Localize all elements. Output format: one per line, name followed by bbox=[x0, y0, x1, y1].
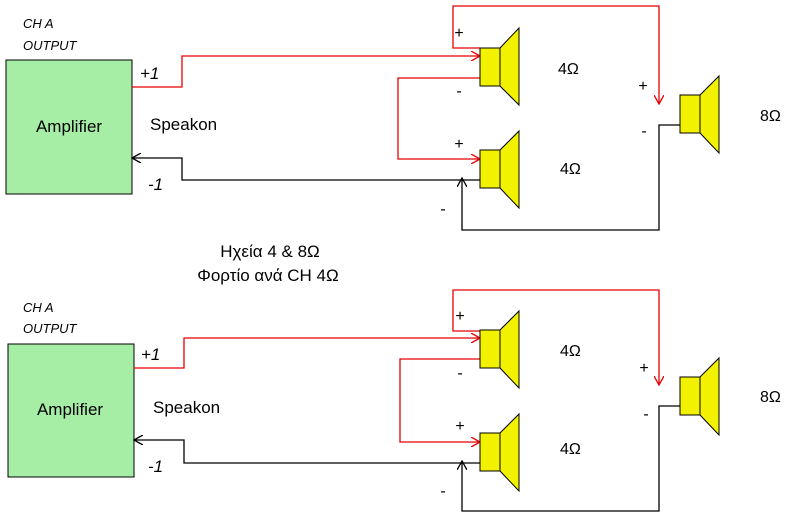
speaker-magnet bbox=[679, 94, 701, 134]
wire-positive-to-8ohm bbox=[452, 5, 659, 104]
wire-8ohm-to-speaker2 bbox=[462, 405, 680, 512]
speaker-minus-label: - bbox=[643, 406, 648, 423]
wire-negative-return bbox=[132, 158, 480, 181]
speaker-impedance-label: 8Ω bbox=[760, 108, 781, 125]
speaker-8ohm bbox=[679, 74, 720, 155]
speaker-impedance-label: 4Ω bbox=[560, 441, 581, 458]
channel-label-line1: CH A bbox=[23, 300, 54, 315]
speaker-plus-label: + bbox=[455, 418, 464, 435]
speaker-magnet bbox=[679, 376, 701, 416]
wire-speaker1-to-speaker2 bbox=[397, 77, 480, 159]
channel-label-line1: CH A bbox=[23, 16, 54, 31]
speaker-magnet bbox=[479, 47, 501, 87]
speaker-4ohm-b bbox=[479, 412, 520, 493]
amplifier-box bbox=[7, 343, 135, 478]
speaker-cone bbox=[499, 309, 520, 390]
speaker-plus-label: + bbox=[454, 136, 463, 153]
speaker-plus-label: + bbox=[639, 360, 648, 377]
speaker-impedance-label: 4Ω bbox=[558, 61, 579, 78]
speaker-magnet bbox=[479, 329, 501, 369]
amplifier-label: Amplifier bbox=[37, 400, 103, 419]
speaker-plus-label: + bbox=[454, 25, 463, 42]
plus-terminal-label: +1 bbox=[140, 64, 159, 83]
speaker-impedance-label: 4Ω bbox=[560, 161, 581, 178]
plus-terminal-label: +1 bbox=[141, 345, 160, 364]
channel-label-line2: OUTPUT bbox=[23, 321, 78, 336]
speaker-cone bbox=[499, 412, 520, 493]
wire-positive-main bbox=[132, 56, 480, 88]
minus-terminal-label: -1 bbox=[148, 457, 163, 476]
speaker-impedance-label: 8Ω bbox=[760, 389, 781, 406]
speaker-4ohm-a bbox=[479, 309, 520, 390]
minus-terminal-label: -1 bbox=[148, 175, 163, 194]
wire-speaker1-to-speaker2 bbox=[399, 358, 480, 442]
wire-8ohm-to-speaker2 bbox=[462, 124, 680, 231]
connector-label: Speakon bbox=[150, 115, 217, 134]
channel-label-line2: OUTPUT bbox=[23, 38, 78, 53]
circuit-bottom: CH A OUTPUT Amplifier +1 -1 Speakon + - … bbox=[7, 289, 781, 512]
caption-line1: Ηχεία 4 & 8Ω bbox=[220, 242, 320, 261]
speaker-4ohm-a bbox=[479, 26, 520, 107]
speaker-minus-label: - bbox=[456, 83, 461, 100]
speaker-cone bbox=[699, 74, 720, 155]
speaker-minus-label: - bbox=[440, 483, 445, 500]
speaker-plus-label: + bbox=[638, 78, 647, 95]
speaker-cone bbox=[499, 129, 520, 210]
connector-label: Speakon bbox=[153, 398, 220, 417]
speaker-impedance-label: 4Ω bbox=[560, 343, 581, 360]
speaker-magnet bbox=[479, 149, 501, 189]
speaker-magnet bbox=[479, 432, 501, 472]
speaker-8ohm bbox=[679, 356, 720, 437]
speaker-cone bbox=[499, 26, 520, 107]
wire-positive-to-8ohm bbox=[452, 289, 659, 385]
speaker-cone bbox=[699, 356, 720, 437]
amplifier-box bbox=[5, 59, 133, 195]
speaker-minus-label: - bbox=[440, 201, 445, 218]
amplifier-label: Amplifier bbox=[36, 117, 102, 136]
wire-positive-main bbox=[134, 338, 480, 369]
speaker-minus-label: - bbox=[641, 123, 646, 140]
wire-negative-return bbox=[134, 440, 480, 464]
speaker-minus-label: - bbox=[457, 365, 462, 382]
speaker-plus-label: + bbox=[455, 308, 464, 325]
speaker-4ohm-b bbox=[479, 129, 520, 210]
circuit-top: CH A OUTPUT Amplifier +1 -1 Speakon + - … bbox=[5, 5, 781, 231]
caption-line2: Φορτίο ανά CH 4Ω bbox=[197, 266, 338, 285]
